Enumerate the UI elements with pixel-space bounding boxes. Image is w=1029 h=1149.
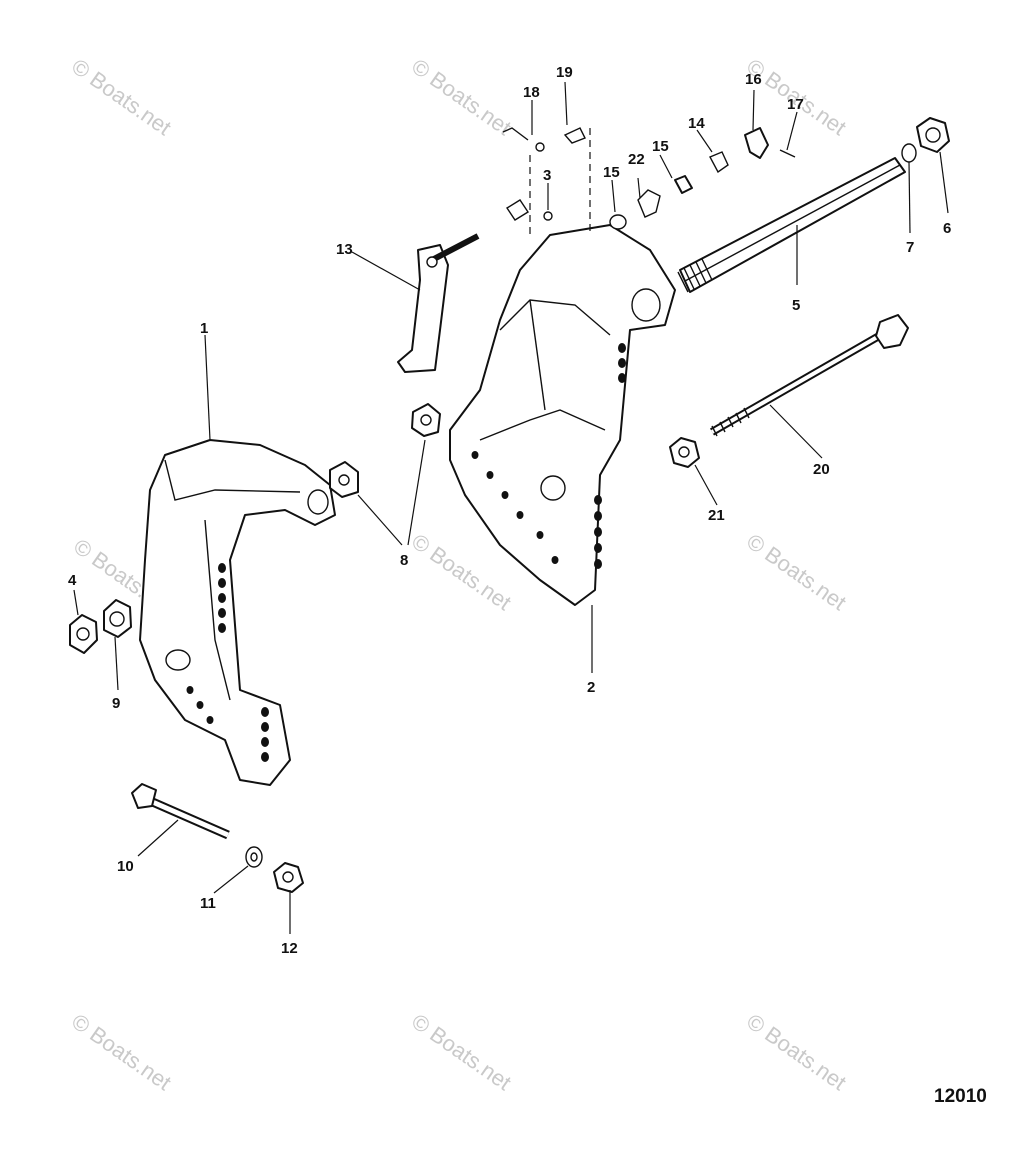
- clamp-bracket-right: [449, 224, 676, 606]
- nut-9: [103, 599, 132, 638]
- ring-7: [901, 143, 917, 163]
- leader-lines: [73, 81, 949, 934]
- nut-4: [69, 614, 98, 654]
- callout-8: 8: [400, 552, 408, 569]
- bolt-lower: [131, 783, 230, 840]
- callout-11: 11: [200, 895, 216, 912]
- nut-21: [669, 437, 700, 468]
- tilt-tube: [677, 157, 906, 293]
- callout-numbers: 1 2 3 4 5 6 7 8 9 10 11 12 13 14 15 15 1…: [68, 64, 951, 957]
- nut-6: [916, 117, 950, 153]
- watermark: © Boats.net: [742, 529, 851, 616]
- callout-6: 6: [943, 220, 951, 237]
- callout-15a: 15: [603, 164, 620, 181]
- washer-8a: [329, 461, 359, 498]
- washer-11: [245, 846, 263, 868]
- callout-22: 22: [628, 151, 645, 168]
- tilt-lever: [397, 233, 480, 373]
- callout-9: 9: [112, 695, 120, 712]
- long-bolt: [710, 314, 909, 437]
- callout-19: 19: [556, 64, 573, 81]
- clamp-bracket-left: [139, 439, 336, 786]
- callout-12: 12: [281, 940, 298, 957]
- small-parts-top: [502, 127, 796, 230]
- callout-21: 21: [708, 507, 725, 524]
- watermark: © Boats.net: [742, 1009, 851, 1096]
- callout-5: 5: [792, 297, 800, 314]
- callout-15b: 15: [652, 138, 669, 155]
- callout-14: 14: [688, 115, 705, 132]
- callout-16: 16: [745, 71, 762, 88]
- callout-18: 18: [523, 84, 540, 101]
- callout-3: 3: [543, 167, 551, 184]
- callout-17: 17: [787, 96, 804, 113]
- callout-4: 4: [68, 572, 77, 589]
- callout-2: 2: [587, 679, 595, 696]
- callout-7: 7: [906, 239, 914, 256]
- watermark: © Boats.net: [407, 1009, 516, 1096]
- callout-20: 20: [813, 461, 830, 478]
- watermark: © Boats.net: [67, 54, 176, 141]
- watermark: © Boats.net: [67, 1009, 176, 1096]
- callout-13: 13: [336, 241, 353, 258]
- diagram-number: 12010: [934, 1086, 987, 1107]
- callout-10: 10: [117, 858, 134, 875]
- callout-1: 1: [200, 320, 208, 337]
- watermark: © Boats.net: [407, 54, 516, 141]
- washer-8b: [411, 403, 441, 437]
- nut-12: [273, 862, 304, 893]
